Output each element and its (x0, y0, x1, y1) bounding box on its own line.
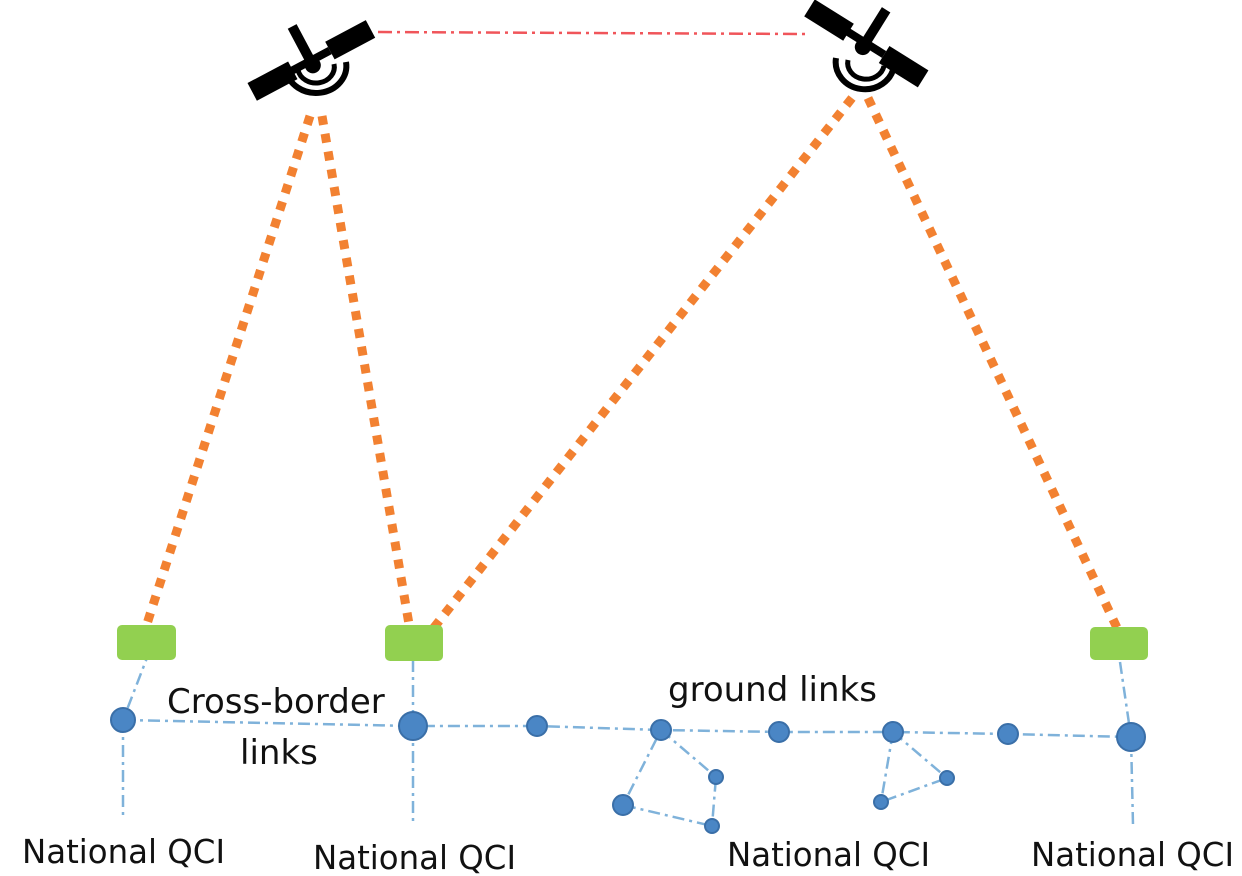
satellite-dish-icon (832, 57, 897, 93)
backbone-link (122, 718, 1132, 739)
satellite-links (140, 95, 1123, 633)
ground-stations (117, 625, 1148, 661)
ground-station (1090, 627, 1148, 660)
national-qci-label: National QCI (22, 832, 225, 871)
national-qci-label: National QCI (1031, 835, 1234, 874)
network-node (882, 721, 904, 743)
satellite-link-4 (863, 96, 1123, 632)
satellite-icon (247, 20, 376, 101)
cross-border-label: Cross-border (167, 682, 385, 722)
ground-station (385, 625, 443, 661)
satellite-link-1 (140, 114, 315, 632)
local-network-2 (879, 731, 950, 804)
network-node (997, 723, 1019, 745)
network-node (939, 770, 955, 786)
network-node (768, 721, 790, 743)
national-qci-label: National QCI (313, 838, 516, 876)
inter-satellite-link (377, 30, 811, 36)
network-nodes (110, 707, 1146, 834)
network-node (650, 719, 672, 741)
ground-links-label: ground links (668, 670, 877, 710)
satellite-icon (804, 0, 929, 88)
qci-link-3 (1129, 736, 1135, 826)
satellite-link-2 (317, 115, 415, 631)
ground-station (117, 625, 176, 660)
network-node (526, 715, 548, 737)
local-network-1 (621, 729, 718, 828)
national-qci-label: National QCI (727, 835, 930, 874)
network-node (110, 707, 136, 733)
network-node (1116, 722, 1146, 752)
network-node (398, 711, 428, 741)
satellite-dish-icon (283, 61, 350, 96)
network-node (704, 818, 720, 834)
network-node (873, 794, 889, 810)
network-node (612, 794, 634, 816)
satellite-link-3 (428, 95, 856, 633)
network-node (708, 769, 724, 785)
cross-border-label-line2: links (240, 733, 318, 773)
